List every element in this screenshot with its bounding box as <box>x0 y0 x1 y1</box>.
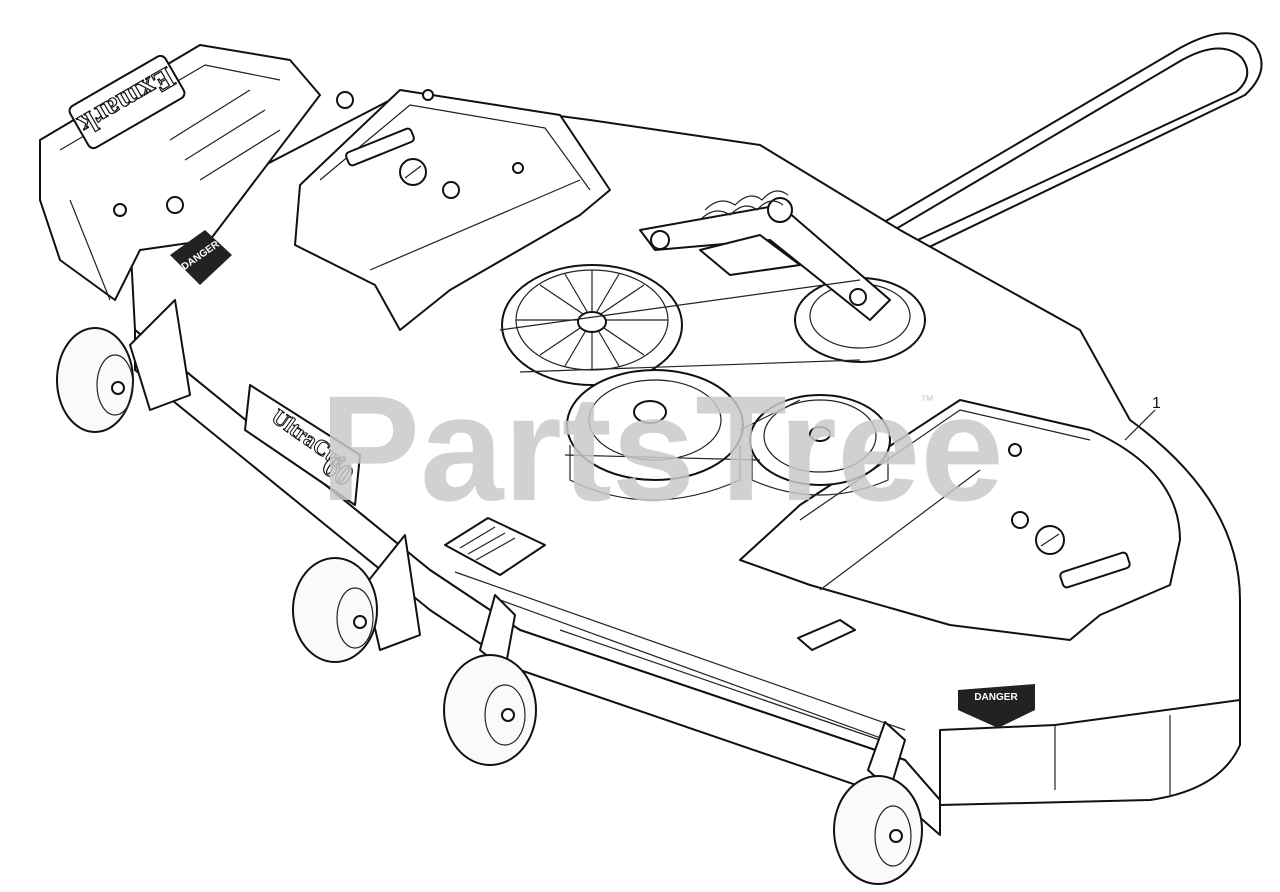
anti-scalp-wheel-right-front <box>833 775 923 885</box>
brand-logo-plate <box>68 54 186 150</box>
left-spindle-pulley <box>501 264 683 386</box>
right-belt-cover <box>739 399 1181 641</box>
anti-scalp-wheel-left-front <box>292 557 378 663</box>
left-belt-cover <box>294 89 611 331</box>
anti-scalp-wheel-center-front <box>443 654 537 766</box>
danger-badge-right: DANGER <box>958 684 1035 728</box>
anti-scalp-wheel-left-rear <box>56 327 134 433</box>
watermark-trademark: ™ <box>920 392 934 408</box>
callout-leader-line <box>1124 409 1156 441</box>
center-spindle-pulley <box>566 369 744 501</box>
warning-decal-left <box>444 517 546 576</box>
danger-badge-right-text: DANGER <box>974 692 1018 703</box>
deck-lift-handle <box>839 32 1263 263</box>
deck-model-decal: UltraCut 60 <box>244 384 361 506</box>
danger-badge-left: DANGER <box>170 230 232 285</box>
wheel-bracket-left-rear <box>129 299 191 411</box>
idler-arm-assembly <box>639 190 891 321</box>
callout-label-1: 1 <box>1152 395 1161 412</box>
right-spindle-pulley <box>749 394 891 496</box>
watermark-text: PartsTree <box>320 364 1004 532</box>
drive-belt <box>499 279 861 461</box>
warning-decal-center <box>797 619 856 651</box>
